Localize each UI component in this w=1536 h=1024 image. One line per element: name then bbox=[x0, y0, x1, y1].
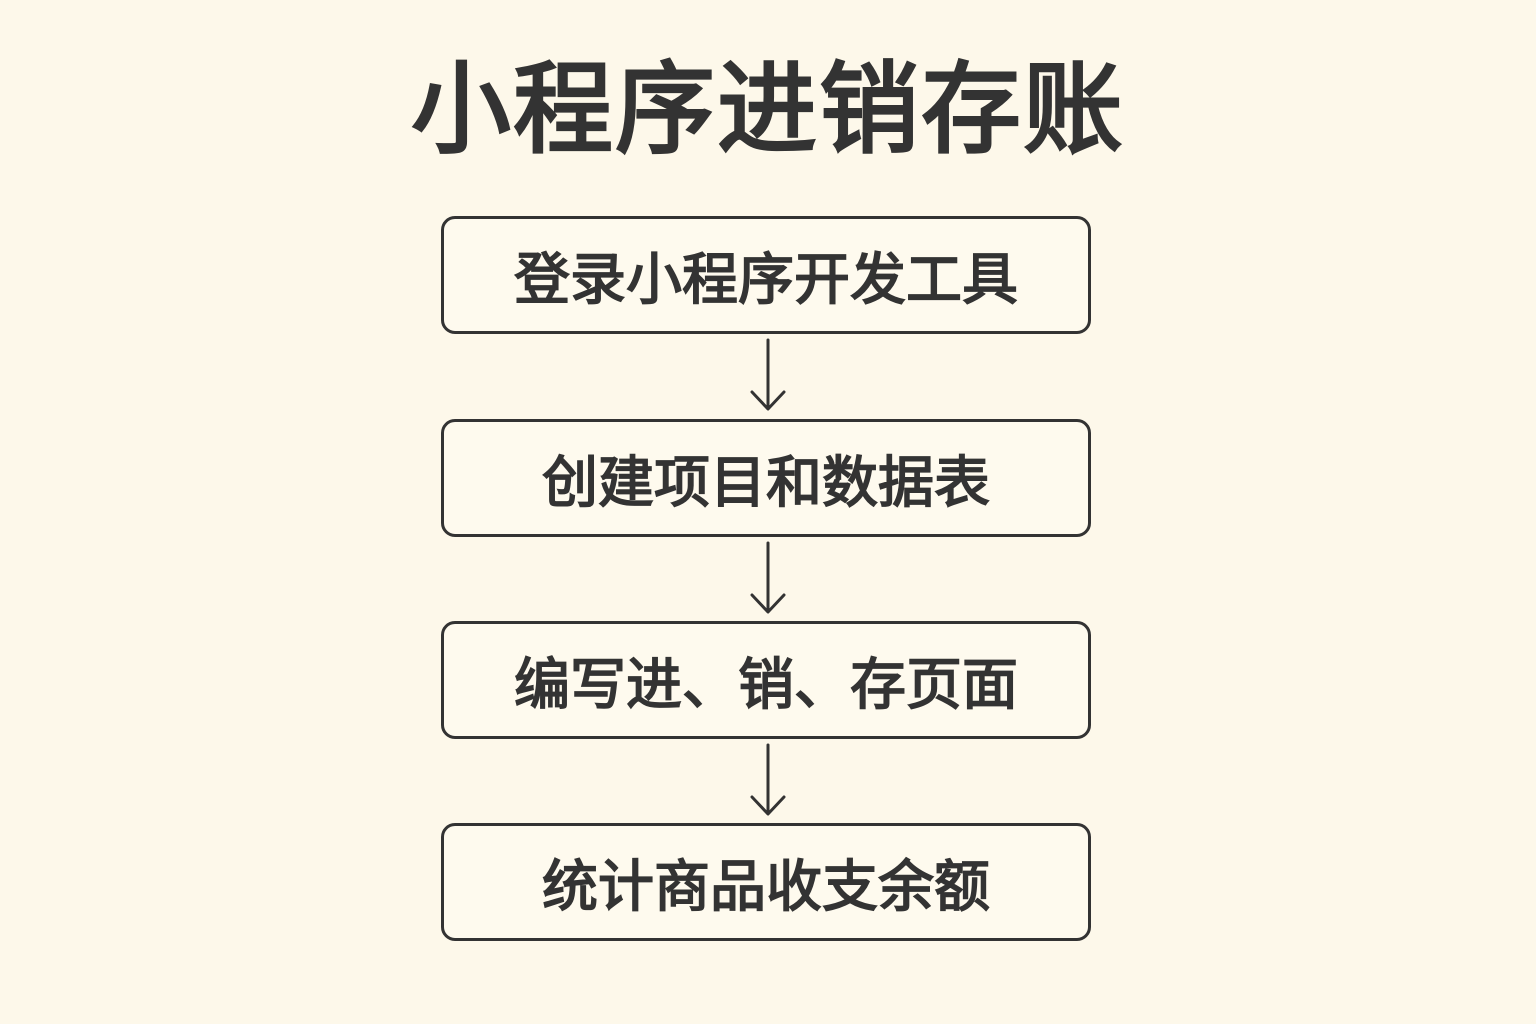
step-box-3: 编写进、销、存页面 bbox=[441, 621, 1091, 739]
step-label: 登录小程序开发工具 bbox=[514, 247, 1018, 313]
arrow-down-icon bbox=[750, 743, 786, 816]
step-box-4: 统计商品收支余额 bbox=[441, 823, 1091, 941]
step-box-1: 登录小程序开发工具 bbox=[441, 216, 1091, 334]
step-label: 编写进、销、存页面 bbox=[514, 652, 1018, 718]
arrow-down-icon bbox=[750, 541, 786, 614]
arrow-down-icon bbox=[750, 338, 786, 411]
step-label: 统计商品收支余额 bbox=[542, 854, 990, 920]
step-box-2: 创建项目和数据表 bbox=[441, 419, 1091, 537]
step-label: 创建项目和数据表 bbox=[542, 450, 990, 516]
diagram-title: 小程序进销存账 bbox=[411, 51, 1125, 168]
